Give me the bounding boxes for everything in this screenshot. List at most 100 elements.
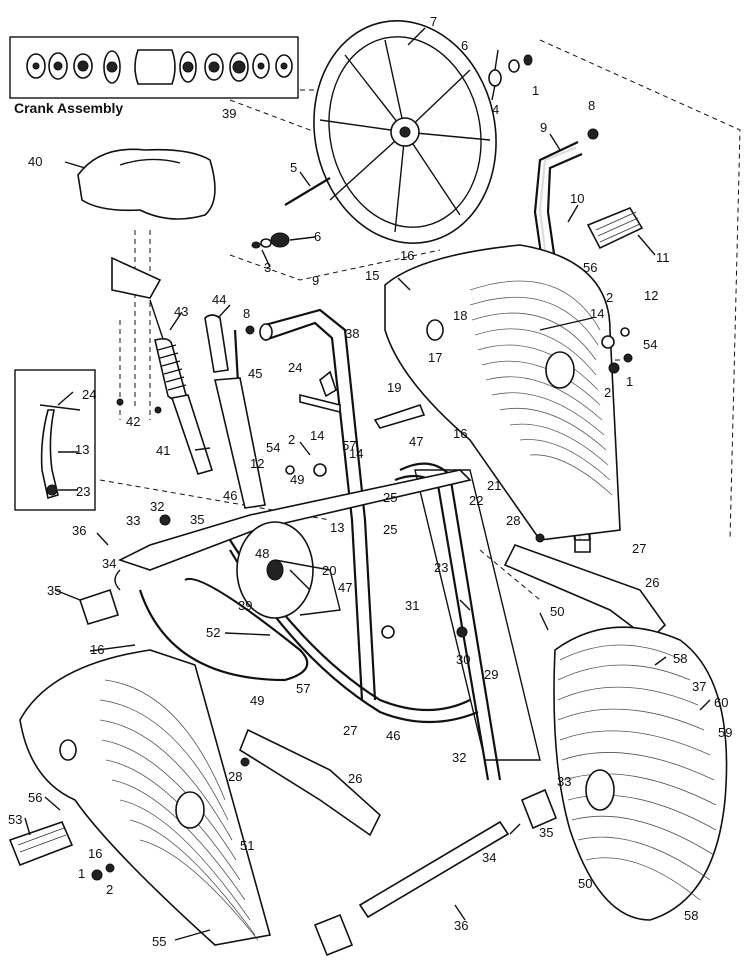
part-label-2: 2 — [106, 882, 113, 897]
part-label-34: 34 — [482, 850, 496, 865]
belt — [138, 577, 309, 682]
part-label-38: 38 — [345, 326, 359, 341]
crank-assembly-inset: Crank Assembly 39 — [9, 36, 299, 121]
part-label-21: 21 — [487, 478, 501, 493]
part-label-1: 1 — [532, 83, 539, 98]
seat-post-detail-inset — [14, 369, 96, 511]
flywheel-hardware — [251, 54, 599, 249]
part-label-26: 26 — [348, 771, 362, 786]
flywheel — [313, 20, 497, 244]
left-fan-shroud — [19, 649, 272, 946]
part-label-23: 23 — [434, 560, 448, 575]
crank-wheel — [236, 521, 341, 619]
part-label-1: 1 — [78, 866, 85, 881]
seat — [77, 148, 216, 299]
part-label-25: 25 — [383, 490, 397, 505]
part-label-16: 16 — [400, 248, 414, 263]
part-label-9: 9 — [312, 273, 319, 288]
part-label-20: 20 — [322, 563, 336, 578]
part-label-29: 29 — [484, 667, 498, 682]
part-label-33: 33 — [126, 513, 140, 528]
part-label-44: 44 — [212, 292, 226, 307]
part-label-41: 41 — [156, 443, 170, 458]
part-label-18: 18 — [453, 308, 467, 323]
lower-axle — [78, 588, 558, 957]
part-label-2: 2 — [604, 385, 611, 400]
part-label-2: 2 — [288, 432, 295, 447]
part-label-16: 16 — [453, 426, 467, 441]
part-label-47: 47 — [409, 434, 423, 449]
part-label-42: 42 — [126, 414, 140, 429]
seat-post — [149, 299, 214, 475]
part-label-52: 52 — [206, 625, 220, 640]
right-pedal — [586, 207, 644, 250]
part-label-28: 28 — [506, 513, 520, 528]
part-label-49: 49 — [290, 472, 304, 487]
part-label-11: 11 — [656, 250, 670, 265]
part-label-12: 12 — [250, 456, 264, 471]
part-label-5: 5 — [290, 160, 297, 175]
part-label-16: 16 — [88, 846, 102, 861]
part-label-25: 25 — [383, 522, 397, 537]
part-label-13: 13 — [330, 520, 344, 535]
part-label-55: 55 — [152, 934, 166, 949]
part-label-56: 56 — [28, 790, 42, 805]
part-label-50: 50 — [550, 604, 564, 619]
left-pedal — [8, 821, 74, 867]
rear-fan-cover — [384, 244, 621, 541]
part-label-22: 22 — [469, 493, 483, 508]
part-label-46: 46 — [223, 488, 237, 503]
part-label-32: 32 — [150, 499, 164, 514]
part-label-49: 49 — [250, 693, 264, 708]
crank-assembly-ref: 39 — [222, 106, 236, 121]
left-handlebar — [259, 308, 377, 701]
part-label-27: 27 — [632, 541, 646, 556]
part-label-35: 35 — [47, 583, 61, 598]
part-label-27: 27 — [343, 723, 357, 738]
leader-lines — [24, 27, 711, 941]
part-label-14: 14 — [590, 306, 604, 321]
part-label-2: 2 — [606, 290, 613, 305]
part-label-50: 50 — [578, 876, 592, 891]
part-label-32: 32 — [452, 750, 466, 765]
part-label-46: 46 — [386, 728, 400, 743]
part-label-59: 59 — [718, 725, 732, 740]
part-label-36: 36 — [454, 918, 468, 933]
part-label-58: 58 — [684, 908, 698, 923]
part-label-45: 45 — [248, 366, 262, 381]
part-label-43: 43 — [174, 304, 188, 319]
part-label-39: 39 — [238, 598, 252, 613]
part-label-14: 14 — [349, 446, 363, 461]
main-frame — [114, 329, 667, 837]
part-label-26: 26 — [645, 575, 659, 590]
part-label-24: 24 — [82, 387, 96, 402]
part-label-6: 6 — [314, 229, 321, 244]
part-label-48: 48 — [255, 546, 269, 561]
part-label-24: 24 — [288, 360, 302, 375]
part-label-35: 35 — [190, 512, 204, 527]
part-label-6: 6 — [461, 38, 468, 53]
part-label-13: 13 — [75, 442, 89, 457]
part-label-33: 33 — [557, 774, 571, 789]
part-label-16: 16 — [90, 642, 104, 657]
part-label-60: 60 — [714, 695, 728, 710]
part-label-54: 54 — [266, 440, 280, 455]
part-label-31: 31 — [405, 598, 419, 613]
part-label-23: 23 — [76, 484, 90, 499]
part-label-28: 28 — [228, 769, 242, 784]
part-label-3: 3 — [264, 260, 271, 275]
part-label-47: 47 — [338, 580, 352, 595]
crank-parts-row — [26, 49, 293, 85]
part-label-8: 8 — [243, 306, 250, 321]
part-label-14: 14 — [310, 428, 324, 443]
right-fan-drum — [553, 626, 728, 921]
part-label-1: 1 — [626, 374, 633, 389]
part-label-57: 57 — [296, 681, 310, 696]
hardware-fasteners — [91, 314, 633, 881]
part-label-37: 37 — [692, 679, 706, 694]
part-label-54: 54 — [643, 337, 657, 352]
part-label-10: 10 — [570, 191, 584, 206]
part-label-58: 58 — [673, 651, 687, 666]
